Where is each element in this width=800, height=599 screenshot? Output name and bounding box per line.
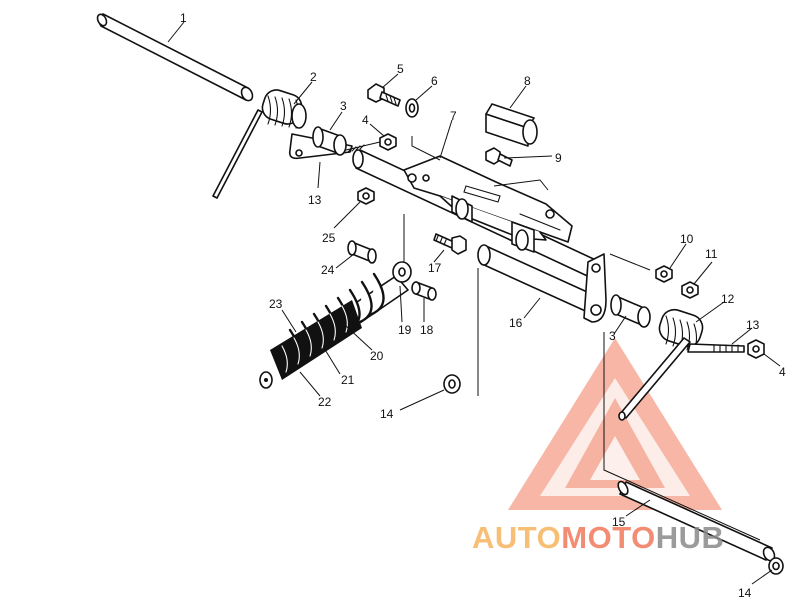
- callout-label: 10: [680, 232, 694, 246]
- callout-label: 9: [555, 151, 562, 165]
- part-torsion-spring-left: [212, 89, 353, 199]
- part-nut-11: [681, 281, 699, 299]
- callout-label: 6: [431, 74, 438, 88]
- part-nut-25: [357, 187, 375, 205]
- callout-label: 17: [428, 261, 442, 275]
- part-washer-top: [405, 98, 419, 118]
- callout-label: 15: [612, 515, 626, 529]
- part-torsion-spring-right: [618, 308, 745, 421]
- callout-label: 3: [609, 329, 616, 343]
- callout-label: 13: [308, 193, 322, 207]
- part-bracket-assembly: [403, 155, 573, 253]
- part-bushing-left: [312, 126, 347, 156]
- part-rod-long: [96, 13, 254, 102]
- part-shock-absorber: [259, 261, 412, 389]
- part-bushing-24: [347, 240, 377, 264]
- callout-label: 4: [779, 365, 786, 379]
- callout-label: 13: [746, 318, 760, 332]
- svg-text:AUTOMOTOHUB: AUTOMOTOHUB: [472, 520, 724, 555]
- callout-label: 23: [269, 297, 283, 311]
- callout-label: 14: [738, 586, 752, 599]
- callout-label: 11: [705, 247, 718, 261]
- watermark-text-hub: HUB: [656, 520, 725, 555]
- callout-label: 18: [420, 323, 434, 337]
- part-washer-14-mid: [443, 374, 461, 394]
- part-nut-left: [345, 133, 397, 153]
- part-bumper-block: [485, 103, 538, 147]
- part-bolt-9: [485, 147, 513, 167]
- part-washer-14-bottom: [768, 557, 784, 575]
- part-nut-10: [655, 265, 673, 283]
- callout-label: 20: [370, 349, 384, 363]
- watermark-text-auto: AUTO: [472, 520, 561, 555]
- callout-label: 1: [180, 11, 187, 25]
- callout-leaders: [167, 21, 781, 585]
- callout-label: 5: [397, 62, 404, 76]
- callout-label: 4: [362, 113, 369, 127]
- part-rod-lower: [617, 480, 776, 562]
- assembly-reference-lines: [403, 136, 761, 541]
- callout-label: 22: [318, 395, 332, 409]
- callout-label: 14: [380, 407, 394, 421]
- watermark-wordmark: AUTOMOTOHUB: [472, 520, 724, 555]
- part-nut-right: [747, 339, 765, 359]
- callout-label: 21: [341, 373, 355, 387]
- callout-label: 25: [322, 231, 336, 245]
- part-spacer-18: [411, 281, 437, 301]
- callout-labels: 1 2 3 4 5 6 7 8 9 13 25 24 17 23 19 18 2…: [180, 11, 786, 599]
- callout-label: 2: [310, 70, 317, 84]
- callout-label: 16: [509, 316, 523, 330]
- part-bushing-right: [610, 294, 651, 328]
- watermark-text-moto: MOTO: [561, 520, 655, 555]
- part-bolt-17: [433, 233, 467, 255]
- callout-label: 7: [450, 109, 457, 123]
- callout-label: 12: [721, 292, 735, 306]
- part-bolt-top: [367, 83, 401, 107]
- callout-label: 19: [398, 323, 412, 337]
- callout-label: 3: [340, 99, 347, 113]
- callout-label: 24: [321, 263, 335, 277]
- watermark-logo: [508, 338, 722, 510]
- shock-body: [270, 300, 362, 380]
- part-side-plate-right: [583, 253, 607, 323]
- callout-label: 8: [524, 74, 531, 88]
